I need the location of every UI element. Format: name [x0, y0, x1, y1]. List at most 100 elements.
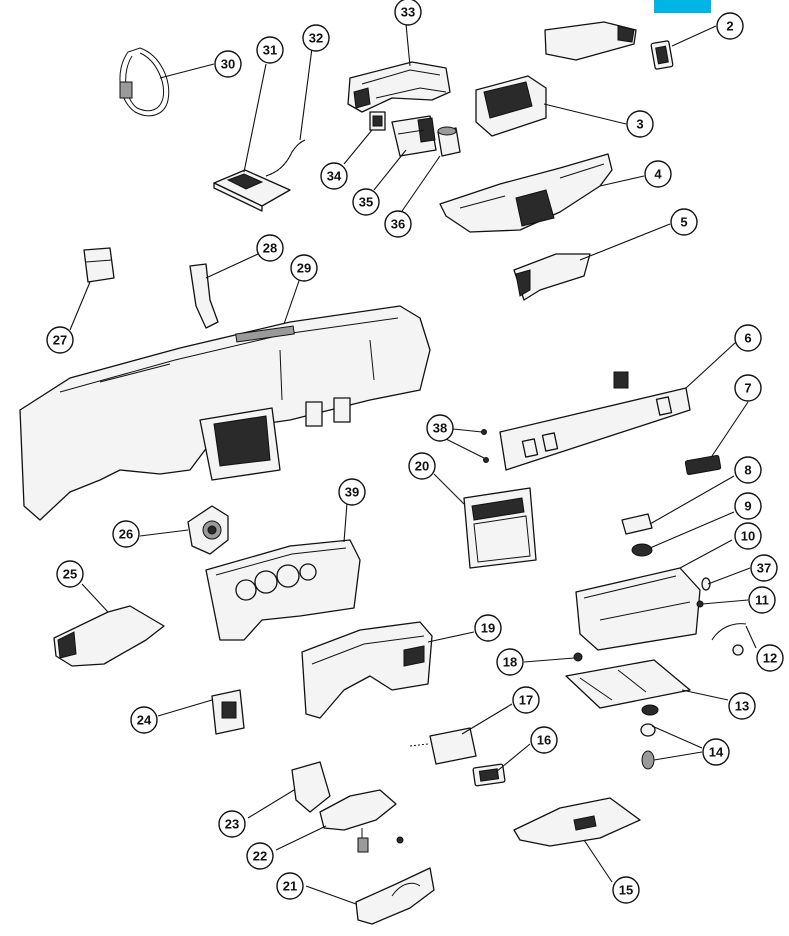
part-22-column-bracket — [319, 789, 404, 853]
callout-31: 31 — [256, 36, 284, 64]
callout-15: 15 — [612, 876, 640, 904]
part-29-instrument-panel — [19, 305, 431, 521]
callout-21: 21 — [276, 872, 304, 900]
svg-text:33: 33 — [401, 5, 415, 20]
svg-text:23: 23 — [225, 817, 239, 832]
svg-text:16: 16 — [537, 733, 551, 748]
svg-text:5: 5 — [680, 215, 687, 230]
callout-17: 17 — [512, 686, 540, 714]
callout-23: 23 — [218, 810, 246, 838]
part-39-cluster-housing — [205, 539, 361, 641]
svg-text:28: 28 — [263, 241, 277, 256]
part-2-bezel — [650, 40, 674, 70]
part-3-vent-housing — [475, 21, 637, 137]
svg-text:3: 3 — [636, 117, 643, 132]
callout-38: 38 — [426, 414, 454, 442]
callout-10: 10 — [734, 522, 762, 550]
svg-text:17: 17 — [519, 693, 533, 708]
part-20-frame — [463, 487, 537, 569]
part-16-switch-plate — [472, 763, 506, 787]
callout-19: 19 — [474, 614, 502, 642]
callout-25: 25 — [56, 560, 84, 588]
callout-33: 33 — [394, 0, 422, 26]
part-27-module — [83, 247, 115, 283]
part-26-headlamp-switch — [187, 505, 229, 555]
part-37-lamp — [701, 577, 711, 591]
callout-36: 36 — [384, 210, 412, 238]
svg-text:25: 25 — [63, 567, 77, 582]
svg-text:11: 11 — [755, 593, 769, 608]
part-14-knob-set — [640, 704, 659, 770]
svg-text:18: 18 — [503, 655, 517, 670]
part-36-cylinder — [437, 126, 461, 157]
callout-20: 20 — [408, 452, 436, 480]
callout-28: 28 — [256, 234, 284, 262]
part-28-bracket — [189, 263, 219, 329]
svg-text:20: 20 — [415, 459, 429, 474]
part-21-lower-cover — [355, 867, 435, 925]
callout-14: 14 — [702, 738, 730, 766]
callout-39: 39 — [338, 478, 366, 506]
svg-text:10: 10 — [741, 529, 755, 544]
svg-text:4: 4 — [654, 167, 662, 182]
svg-text:27: 27 — [53, 333, 67, 348]
svg-text:37: 37 — [757, 561, 771, 576]
callout-6: 6 — [734, 324, 762, 352]
svg-text:7: 7 — [744, 381, 751, 396]
part-8-clip — [621, 513, 653, 535]
callout-13: 13 — [728, 692, 756, 720]
callout-22: 22 — [246, 842, 274, 870]
part-25-lower-panel — [53, 605, 165, 667]
svg-text:2: 2 — [726, 19, 733, 34]
part-drawings — [19, 21, 747, 925]
callout-3: 3 — [626, 110, 654, 138]
svg-text:39: 39 — [345, 485, 359, 500]
svg-text:36: 36 — [391, 217, 405, 232]
svg-text:35: 35 — [359, 195, 373, 210]
part-19-cluster-bezel — [301, 621, 433, 719]
svg-text:21: 21 — [283, 879, 297, 894]
svg-text:34: 34 — [327, 169, 342, 184]
part-33-upper-duct — [347, 61, 451, 113]
corner-color-tab — [654, 0, 711, 13]
leader-lines — [69, 23, 757, 905]
callout-8: 8 — [734, 456, 762, 484]
svg-text:24: 24 — [137, 713, 152, 728]
callouts: 2 3 4 5 6 7 8 9 10 37 11 12 13 14 15 16 … — [46, 0, 784, 904]
part-31-defroster-duct — [213, 169, 291, 212]
callout-5: 5 — [670, 208, 698, 236]
part-34-grille — [369, 111, 386, 131]
callout-18: 18 — [496, 648, 524, 676]
svg-text:22: 22 — [253, 849, 267, 864]
part-23-support-plate — [291, 761, 331, 813]
svg-text:38: 38 — [433, 421, 447, 436]
svg-text:8: 8 — [744, 463, 751, 478]
svg-text:26: 26 — [119, 527, 133, 542]
callout-30: 30 — [214, 50, 242, 78]
part-18-screw — [573, 652, 583, 662]
svg-text:19: 19 — [481, 621, 495, 636]
callout-24: 24 — [130, 706, 158, 734]
part-32-hose — [265, 139, 306, 177]
callout-9: 9 — [734, 492, 762, 520]
part-7-switch — [684, 454, 722, 476]
svg-text:32: 32 — [309, 31, 323, 46]
part-9-lamp-socket — [631, 543, 653, 557]
part-30-ring — [119, 47, 170, 117]
callout-27: 27 — [46, 326, 74, 354]
callout-7: 7 — [734, 374, 762, 402]
svg-text:13: 13 — [735, 699, 749, 714]
part-12-wire — [711, 623, 747, 656]
callout-26: 26 — [112, 520, 140, 548]
part-13-glove-box-door — [565, 659, 691, 709]
part-10-glove-box — [575, 567, 701, 651]
callout-4: 4 — [644, 160, 672, 188]
part-35-outlet-duct — [391, 115, 437, 157]
svg-text:30: 30 — [221, 57, 235, 72]
svg-text:9: 9 — [744, 499, 751, 514]
svg-text:14: 14 — [709, 745, 724, 760]
part-24-bracket — [211, 689, 245, 735]
svg-text:31: 31 — [263, 43, 277, 58]
callout-12: 12 — [756, 644, 784, 672]
